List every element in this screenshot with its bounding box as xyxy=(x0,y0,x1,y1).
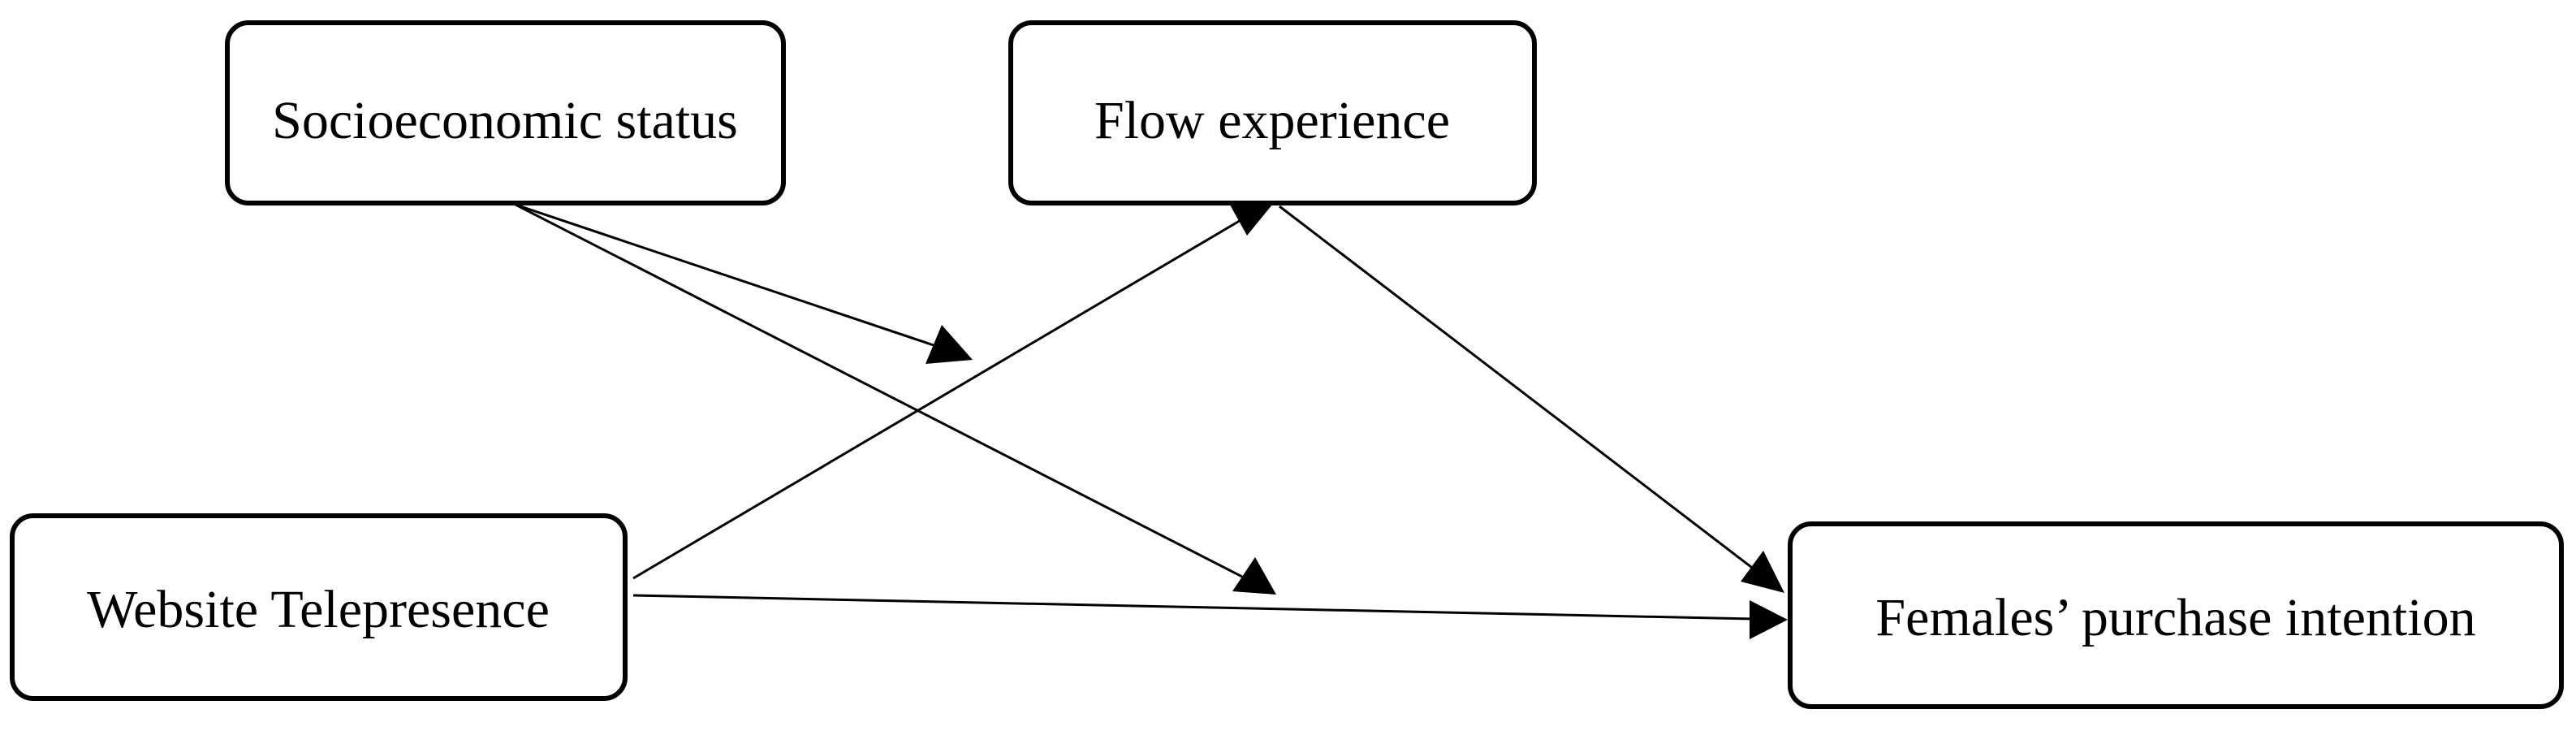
node-label-flow: Flow experience xyxy=(1094,91,1450,150)
edges xyxy=(515,199,1788,639)
arrowhead-flow xyxy=(1227,199,1276,236)
node-flow-experience: Flow experience xyxy=(1008,20,1537,205)
arrowhead-females-from-flow xyxy=(1741,551,1784,593)
node-label-females: Females’ purchase intention xyxy=(1875,588,2475,647)
arrowhead-moderation-1 xyxy=(926,325,973,364)
edge-website-to-females xyxy=(632,594,1754,621)
node-label-socioeconomic: Socioeconomic status xyxy=(272,91,738,150)
edge-flow-to-females xyxy=(1279,205,1763,577)
node-website-telepresence: Website Telepresence xyxy=(10,513,628,701)
edge-website-to-flow xyxy=(632,218,1243,580)
edge-socioeconomic-moderation-1 xyxy=(515,203,934,347)
arrowhead-moderation-2 xyxy=(1232,557,1276,595)
node-socioeconomic-status: Socioeconomic status xyxy=(225,20,786,205)
arrowhead-females-from-website xyxy=(1750,600,1788,639)
node-label-website: Website Telepresence xyxy=(87,580,550,639)
node-females-purchase-intention: Females’ purchase intention xyxy=(1788,521,2564,709)
edge-socioeconomic-moderation-2 xyxy=(515,203,1243,578)
